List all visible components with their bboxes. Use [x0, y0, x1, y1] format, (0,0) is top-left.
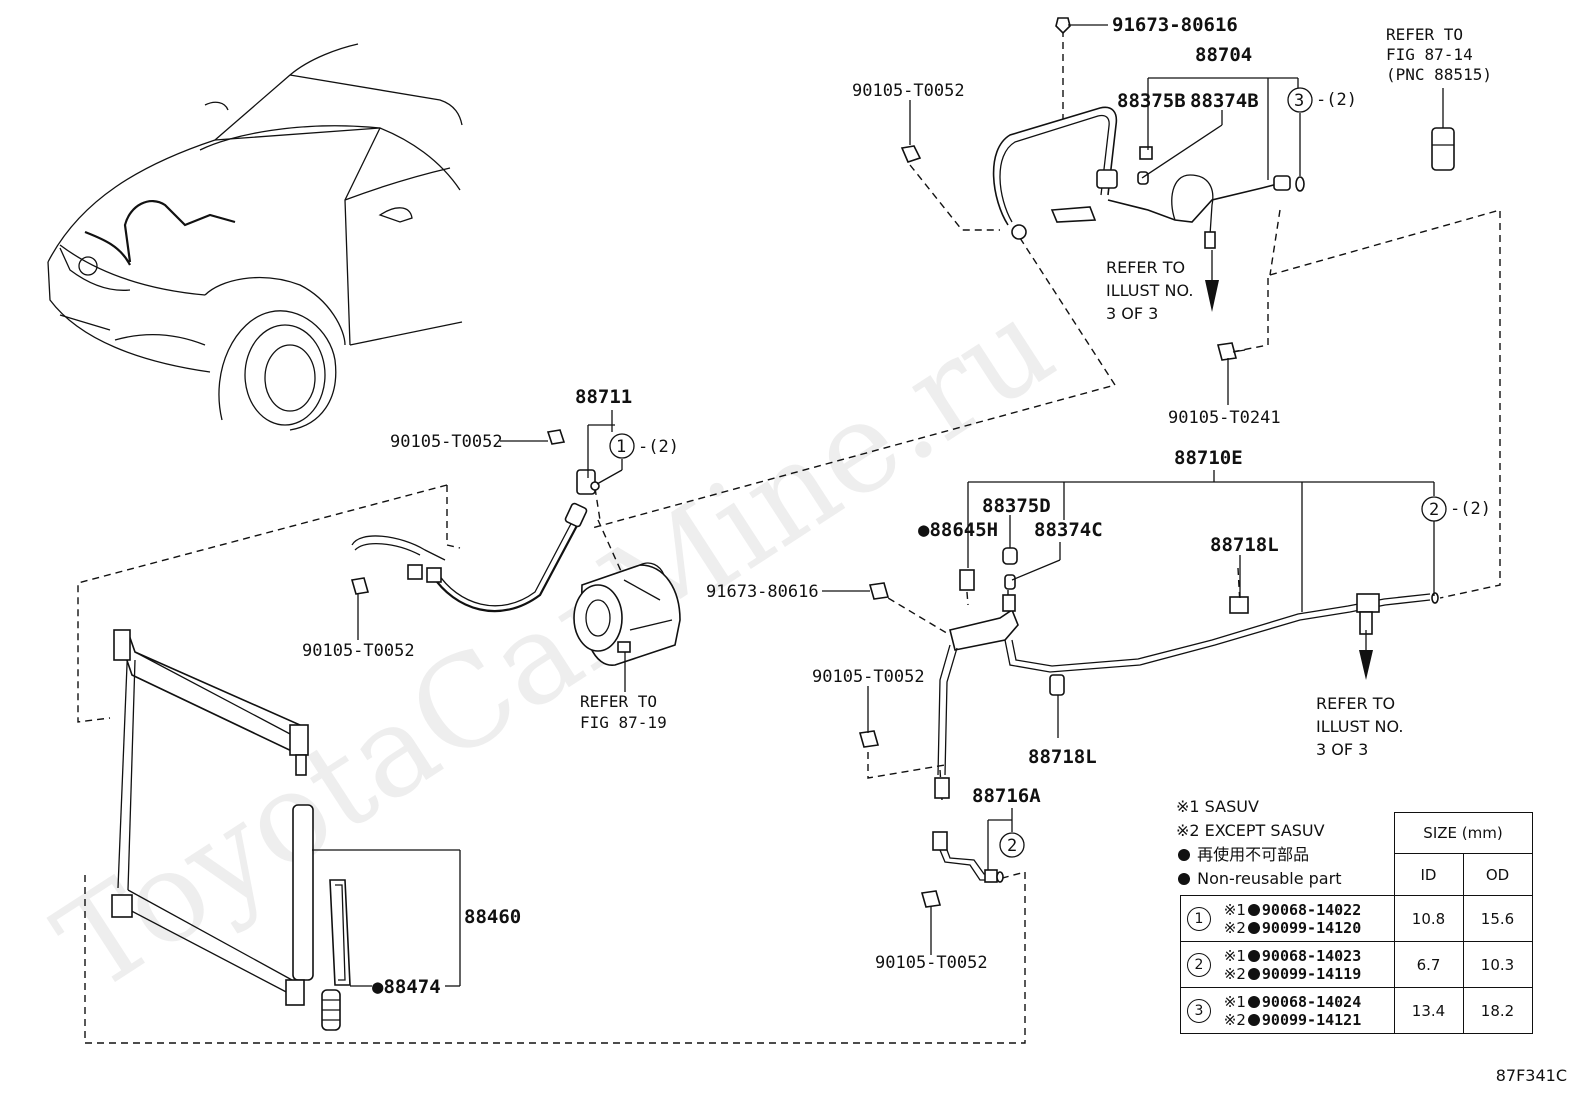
- leader-lines: [312, 24, 1435, 987]
- legend-note-sasuv: ※1 SASUV: [1176, 797, 1259, 816]
- part-88460: 88460: [464, 906, 521, 928]
- refer-fig-87-14-line1: REFER TO: [1386, 25, 1463, 44]
- quantity-label: -(2): [1316, 90, 1357, 110]
- od-cell: 10.3: [1462, 941, 1533, 988]
- connector-88515: [1431, 88, 1455, 171]
- od-cell: 18.2: [1462, 987, 1533, 1034]
- part-88474: ●88474: [372, 976, 441, 998]
- refer-illust-right-line2: ILLUST NO.: [1316, 717, 1403, 736]
- bullet-icon: [1178, 873, 1190, 885]
- id-cell: 13.4: [1393, 987, 1464, 1034]
- part-88711: 88711: [575, 386, 632, 408]
- bullet-icon: [1178, 849, 1190, 861]
- hose-88711: [351, 469, 600, 613]
- tube-88710e: [934, 547, 1439, 799]
- part-90105-t0052-top: 90105-T0052: [852, 81, 965, 101]
- row-circle: 3: [1187, 999, 1211, 1023]
- part-88374b: 88374B: [1190, 90, 1259, 112]
- part-90105-t0052-bottom: 90105-T0052: [875, 953, 988, 973]
- legend-note-except-sasuv: ※2 EXCEPT SASUV: [1176, 821, 1325, 840]
- quantity-label: -(2): [638, 437, 679, 457]
- quantity-label: -(2): [1450, 499, 1491, 519]
- compressor: [573, 562, 681, 666]
- id-header: ID: [1393, 853, 1464, 896]
- watermark: ToyotaCarMine.ru: [32, 271, 1077, 1020]
- od-cell: 15.6: [1462, 895, 1533, 942]
- vehicle-overview: [47, 43, 463, 431]
- refer-illust-right-line1: REFER TO: [1316, 694, 1395, 713]
- row-circle: 2: [1187, 953, 1211, 977]
- refer-fig-87-19-line1: REFER TO: [580, 692, 657, 711]
- legend-note-non-reusable: Non-reusable part: [1176, 867, 1546, 891]
- refer-illust-right-line3: 3 OF 3: [1316, 740, 1368, 759]
- legend-note-japanese: 再使用不可部品: [1176, 843, 1546, 867]
- o-ring-circle-1: 1: [616, 437, 626, 457]
- part-91673-80616-mid: 91673-80616: [706, 582, 819, 602]
- part-88710e: 88710E: [1174, 447, 1243, 469]
- size-header: SIZE (mm): [1393, 812, 1533, 854]
- part-88375b: 88375B: [1117, 90, 1186, 112]
- o-ring-circle-2-low: 2: [1007, 836, 1017, 856]
- o-ring-callouts: [609, 87, 1447, 858]
- id-cell: 6.7: [1393, 941, 1464, 988]
- condenser: [111, 629, 351, 1031]
- part-90105-t0052-right: 90105-T0052: [812, 667, 925, 687]
- refer-illust-top-line3: 3 OF 3: [1106, 304, 1158, 323]
- part-88718l-a: 88718L: [1210, 534, 1279, 556]
- refer-fig-87-14-line3: (PNC 88515): [1386, 65, 1492, 84]
- refer-illust-top-line2: ILLUST NO.: [1106, 281, 1193, 300]
- part-88645h: ●88645H: [918, 519, 998, 541]
- figure-code: 87F341C: [1495, 1066, 1567, 1085]
- part-88374c: 88374C: [1034, 519, 1103, 541]
- refer-fig-87-14-line2: FIG 87-14: [1386, 45, 1473, 64]
- part-88716a: 88716A: [972, 785, 1041, 807]
- part-91673-80616-top: 91673-80616: [1112, 14, 1238, 36]
- part-88704: 88704: [1195, 44, 1252, 66]
- o-ring-circle-2: 2: [1429, 500, 1439, 520]
- part-88375d: 88375D: [982, 495, 1051, 517]
- part-88718l-b: 88718L: [1028, 746, 1097, 768]
- part-90105-t0241: 90105-T0241: [1168, 408, 1281, 428]
- id-cell: 10.8: [1393, 895, 1464, 942]
- part-90105-t0052-left: 90105-T0052: [302, 641, 415, 661]
- tube-88716a: [932, 831, 1004, 883]
- row-circle: 1: [1187, 907, 1211, 931]
- refer-illust-top-line1: REFER TO: [1106, 258, 1185, 277]
- bolts: [350, 145, 1238, 908]
- dashed-connections: [77, 18, 1501, 1044]
- od-header: OD: [1462, 853, 1533, 896]
- part-90105-t0052-mid: 90105-T0052: [390, 432, 503, 452]
- direction-arrows: [1205, 250, 1373, 680]
- hose-88704: [992, 17, 1305, 249]
- refer-fig-87-19-line2: FIG 87-19: [580, 713, 667, 732]
- legend: ※1 SASUV ※2 EXCEPT SASUV 再使用不可部品 Non-reu…: [1176, 795, 1546, 891]
- o-ring-circle-3-top: 3: [1294, 91, 1304, 111]
